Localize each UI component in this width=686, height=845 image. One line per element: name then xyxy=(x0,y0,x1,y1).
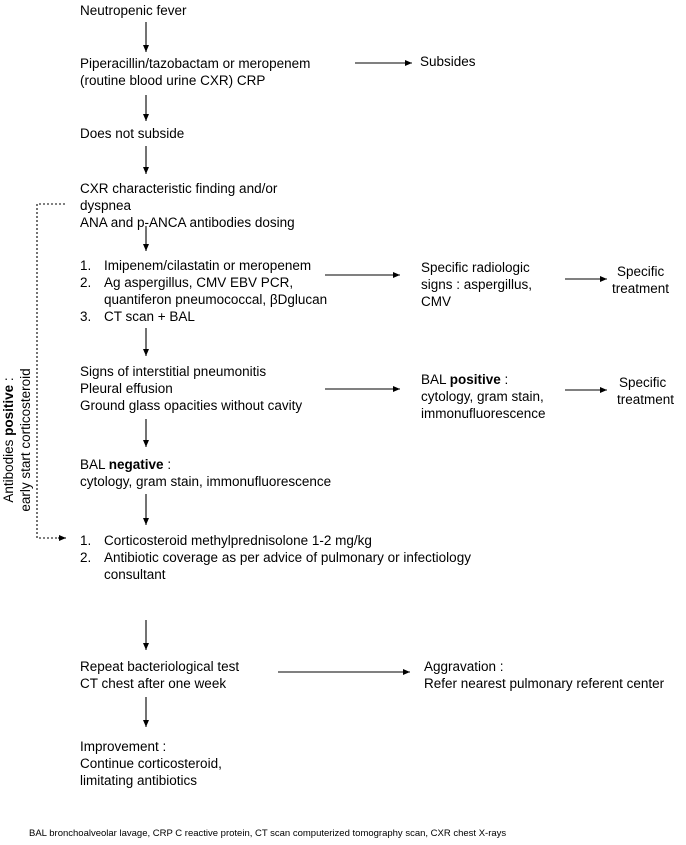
node-radiologic-line2: signs : aspergillus, xyxy=(421,277,533,292)
node-improvement-line2: Continue corticosteroid, xyxy=(80,756,222,771)
side-label-antibodies-positive: Antibodies positive : early start cortic… xyxy=(1,368,33,512)
antibodies-positive-bracket xyxy=(36,203,65,539)
node-signs-line1: Signs of interstitial pneumonitis xyxy=(80,364,267,379)
node-specific-treatment-1-line2: treatment xyxy=(612,281,670,296)
node-signs-line2: Pleural effusion xyxy=(80,381,173,396)
node-corticosteroid-item2: 2.Antibiotic coverage as per advice of p… xyxy=(80,550,471,565)
node-antibiotics-line2: (routine blood urine CXR) CRP xyxy=(80,73,266,88)
node-repeat-line2: CT chest after one week xyxy=(80,676,227,691)
node-improvement-line3: limitating antibiotics xyxy=(80,773,198,788)
node-signs-line3: Ground glass opacities without cavity xyxy=(80,398,303,413)
node-cxr-line2: dyspnea xyxy=(80,198,132,213)
node-specific-treatment-2-line1: Specific xyxy=(619,375,667,390)
node-imipenem-item2-cont: quantiferon pneumococcal, βDglucan xyxy=(104,292,328,307)
node-neutropenic-fever: Neutropenic fever xyxy=(80,3,187,18)
node-bal-positive-line3: immonufluorescence xyxy=(421,406,546,421)
node-subsides: Subsides xyxy=(420,54,476,69)
node-radiologic-line3: CMV xyxy=(421,294,451,309)
node-imipenem-item1: 1.Imipenem/cilastatin or meropenem xyxy=(80,258,312,273)
node-bal-negative-line2: cytology, gram stain, immonufluorescence xyxy=(80,474,332,489)
footnote-abbreviations: BAL bronchoalveolar lavage, CRP C reacti… xyxy=(29,828,507,839)
node-corticosteroid-item1: 1.Corticosteroid methylprednisolone 1-2 … xyxy=(80,533,372,548)
node-improvement-line1: Improvement : xyxy=(80,739,167,754)
node-cxr-line3: ANA and p-ANCA antibodies dosing xyxy=(80,215,295,230)
node-specific-treatment-2-line2: treatment xyxy=(617,392,675,407)
node-bal-positive-line2: cytology, gram stain, xyxy=(421,389,544,404)
node-bal-negative-line1: BAL negative : xyxy=(80,457,172,472)
node-repeat-line1: Repeat bacteriological test xyxy=(80,659,240,674)
node-bal-positive-line1: BAL positive : xyxy=(421,372,509,387)
node-specific-treatment-1-line1: Specific xyxy=(617,264,665,279)
node-does-not-subside: Does not subside xyxy=(80,126,185,141)
node-aggravation-line1: Aggravation : xyxy=(424,659,504,674)
node-aggravation-line2: Refer nearest pulmonary referent center xyxy=(424,676,665,691)
node-corticosteroid-item2-cont: consultant xyxy=(104,567,166,582)
node-imipenem-item2: 2.Ag aspergillus, CMV EBV PCR, xyxy=(80,275,294,290)
node-antibiotics-line1: Piperacillin/tazobactam or meropenem xyxy=(80,56,311,71)
node-radiologic-line1: Specific radiologic xyxy=(421,260,530,275)
node-imipenem-item3: 3.CT scan + BAL xyxy=(80,309,195,324)
node-cxr-line1: CXR characteristic finding and/or xyxy=(80,181,278,196)
